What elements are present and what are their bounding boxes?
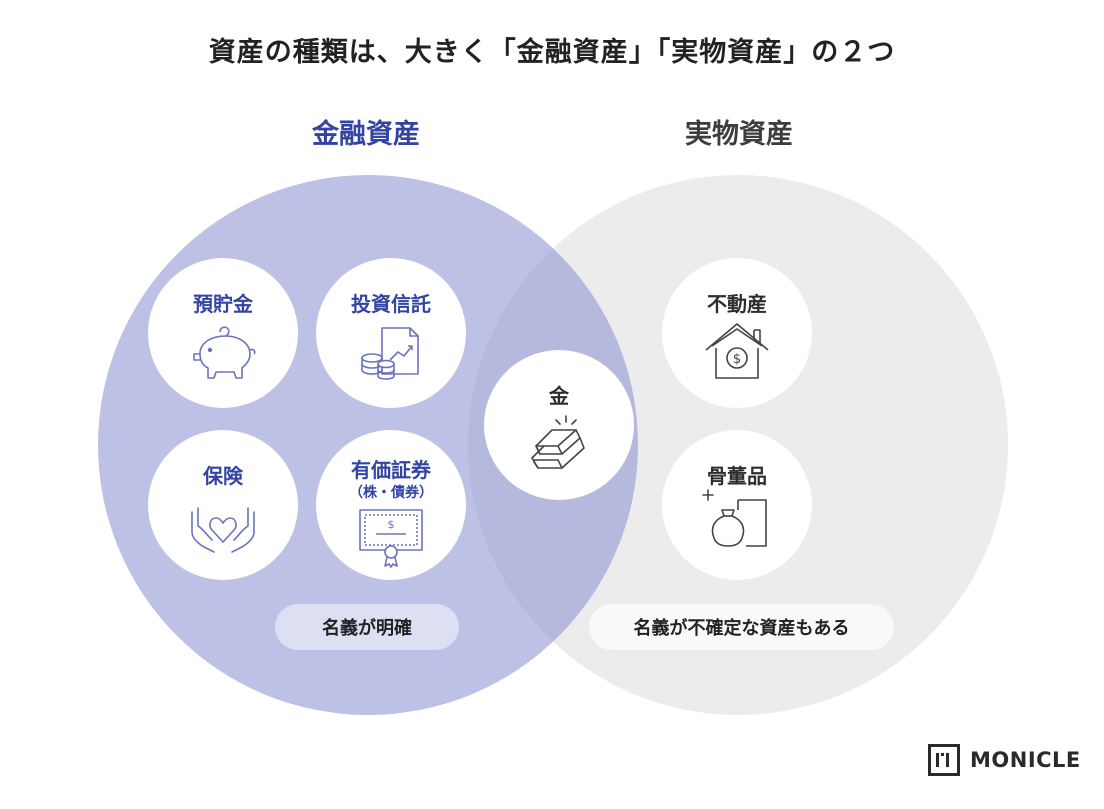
physical-assets-heading: 実物資産: [685, 119, 793, 150]
coins-chart-icon: [361, 327, 419, 380]
item-securities: 有価証券 （株・債券） $: [316, 430, 466, 580]
monicle-logo-icon: [928, 744, 960, 776]
item-gold: 金: [484, 350, 634, 500]
house-dollar-icon: $: [705, 323, 769, 379]
brand-logo: MONICLE: [928, 742, 1081, 778]
item-securities-sublabel: （株・債券）: [349, 485, 433, 501]
item-real-estate-label: 不動産: [707, 292, 767, 316]
certificate-icon: $: [359, 509, 423, 568]
hands-heart-icon: [191, 507, 255, 553]
item-savings: 預貯金: [148, 258, 298, 408]
item-securities-label: 有価証券: [351, 458, 431, 482]
physical-note-pill: 名義が不確定な資産もある: [589, 604, 894, 650]
gold-bars-icon: [531, 415, 585, 469]
item-investment-trust-label: 投資信託: [351, 292, 431, 316]
item-antiques: 骨董品: [662, 430, 812, 580]
item-insurance-label: 保険: [203, 464, 243, 488]
financial-assets-heading: 金融資産: [312, 119, 420, 150]
item-real-estate: 不動産 $: [662, 258, 812, 408]
item-investment-trust: 投資信託: [316, 258, 466, 408]
vase-icon: [702, 489, 767, 547]
item-savings-label: 預貯金: [193, 292, 253, 316]
svg-text:$: $: [733, 352, 741, 367]
brand-name: MONICLE: [970, 748, 1081, 772]
item-gold-label: 金: [549, 384, 569, 408]
piggy-bank-icon: [193, 326, 256, 379]
item-insurance: 保険: [148, 430, 298, 580]
page-title: 資産の種類は、大きく「金融資産」「実物資産」の２つ: [208, 37, 896, 68]
financial-note-pill: 名義が明確: [275, 604, 459, 650]
svg-text:$: $: [388, 518, 395, 531]
item-antiques-label: 骨董品: [707, 464, 767, 488]
